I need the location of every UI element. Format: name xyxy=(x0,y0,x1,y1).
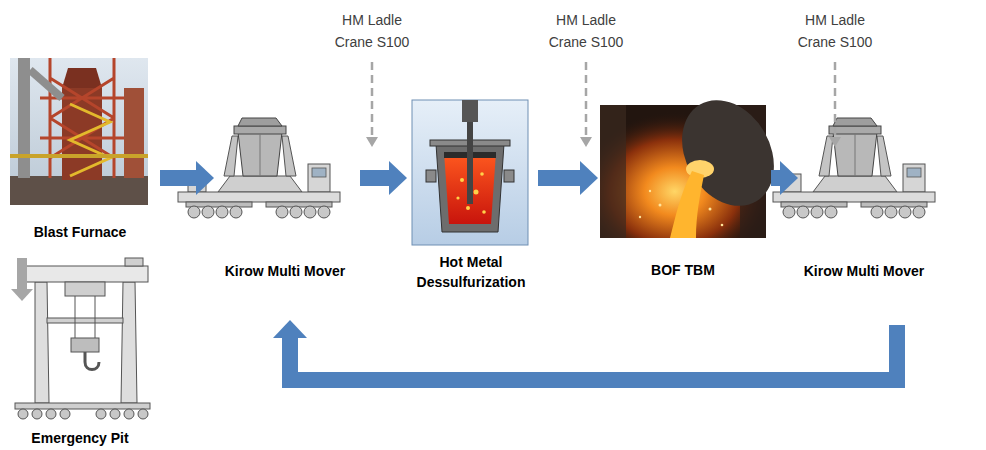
blast-furnace-photo xyxy=(10,58,148,205)
station: BOF TBM xyxy=(598,105,768,280)
crane-label: HM Ladle Crane S100 xyxy=(787,9,883,53)
desulfurization-icon xyxy=(412,100,528,245)
gantry-crane-drawing xyxy=(15,258,150,419)
station: Kirow Multi Mover xyxy=(798,118,930,281)
station: Kirow Multi Mover xyxy=(213,118,357,281)
flow-arrow xyxy=(17,258,27,289)
bof-photo xyxy=(600,84,792,238)
multi-mover-drawing xyxy=(773,118,935,218)
station-caption: Kirow Multi Mover xyxy=(213,261,357,281)
crane-indicator-head xyxy=(366,137,841,147)
multi-mover-drawing xyxy=(178,118,340,218)
station-caption: Emergency Pit xyxy=(3,428,157,448)
crane-indicator xyxy=(372,62,835,138)
flow-arrow xyxy=(538,170,580,186)
station-caption: Kirow Multi Mover xyxy=(798,261,930,281)
station-caption: Blast Furnace xyxy=(8,222,152,242)
flow-arrow xyxy=(290,325,897,380)
crane-label: HM Ladle Crane S100 xyxy=(324,9,420,53)
flow-arrow xyxy=(360,170,389,186)
station-caption: BOF TBM xyxy=(598,260,768,280)
flow-arrow xyxy=(771,170,780,186)
station-caption: Hot Metal Dessulfurization xyxy=(407,252,535,292)
station: Hot Metal Dessulfurization xyxy=(407,100,535,292)
flow-arrow xyxy=(160,170,196,186)
station: Blast Furnace xyxy=(8,58,152,242)
station: Emergency Pit xyxy=(3,302,157,448)
crane-label: HM Ladle Crane S100 xyxy=(538,9,634,53)
